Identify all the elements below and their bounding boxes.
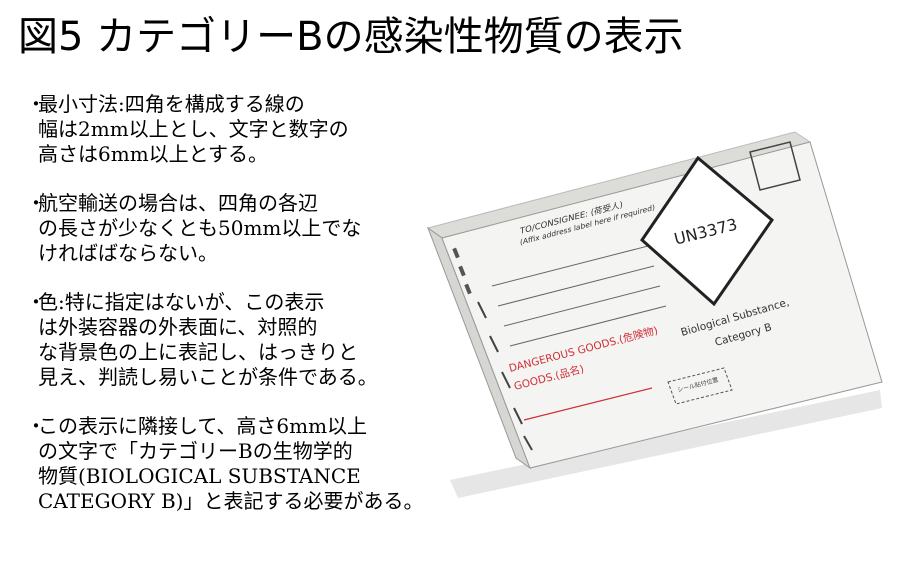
bullet-line: この表示に隣接して、高さ6mm以上 <box>38 414 368 438</box>
seal-position-box <box>667 367 733 405</box>
bullet-line: 物質(BIOLOGICAL SUBSTANCE <box>38 464 361 488</box>
un3373-diamond <box>640 155 775 307</box>
bullet-labeling: ・ この表示に隣接して、高さ6mm以上 の文字で「カテゴリーBの生物学的 物質(… <box>26 414 426 514</box>
address-lines <box>491 245 667 347</box>
bullet-line: は外装容器の外表面に、対照的 <box>38 315 318 339</box>
bullet-line: な背景色の上に表記し、はっきりと <box>38 340 358 364</box>
box-shadow <box>450 390 882 498</box>
bullet-air-transport: ・ 航空輸送の場合は、四角の各辺 の長さが少なくとも50mm以上でな ければばな… <box>26 191 426 266</box>
bullet-line: の長さが少なくとも50mm以上でな <box>38 216 362 240</box>
stamp-box <box>749 141 801 191</box>
bullet-mark: ・ <box>26 191 46 215</box>
bullet-line: 色:特に指定はないが、この表示 <box>38 290 325 314</box>
goods-underline <box>523 387 653 421</box>
bullet-line: 最小寸法:四角を構成する線の <box>38 92 305 116</box>
bullet-list: ・ 最小寸法:四角を構成する線の 幅は2mm以上とし、文字と数字の 高さは6mm… <box>26 92 426 514</box>
bullet-line: 見え、判読し易いことが条件である。 <box>38 365 378 389</box>
bullet-mark: ・ <box>26 92 46 116</box>
bullet-mark: ・ <box>26 290 46 314</box>
package-photo: TO/CONSIGNEE: (荷受人) (Affix address label… <box>420 90 890 530</box>
bullet-line: 幅は2mm以上とし、文字と数字の <box>38 117 349 141</box>
bullet-color: ・ 色:特に指定はないが、この表示 は外装容器の外表面に、対照的 な背景色の上に… <box>26 290 426 390</box>
bullet-min-dimensions: ・ 最小寸法:四角を構成する線の 幅は2mm以上とし、文字と数字の 高さは6mm… <box>26 92 426 167</box>
bullet-line: ければばならない。 <box>38 241 218 265</box>
bullet-line: 航空輸送の場合は、四角の各辺 <box>38 191 318 215</box>
package-illustration: TO/CONSIGNEE: (荷受人) (Affix address label… <box>426 131 883 498</box>
bullet-line: の文字で「カテゴリーBの生物学的 <box>38 439 353 463</box>
bullet-line: 高さは6mm以上とする。 <box>38 142 269 166</box>
bullet-mark: ・ <box>26 414 46 438</box>
page-title: 図5 カテゴリーBの感染性物質の表示 <box>18 14 684 60</box>
side-flap-text <box>452 247 472 295</box>
bullet-line: CATEGORY B)」と表記する必要がある。 <box>38 489 424 513</box>
side-flap-marks <box>477 301 533 451</box>
